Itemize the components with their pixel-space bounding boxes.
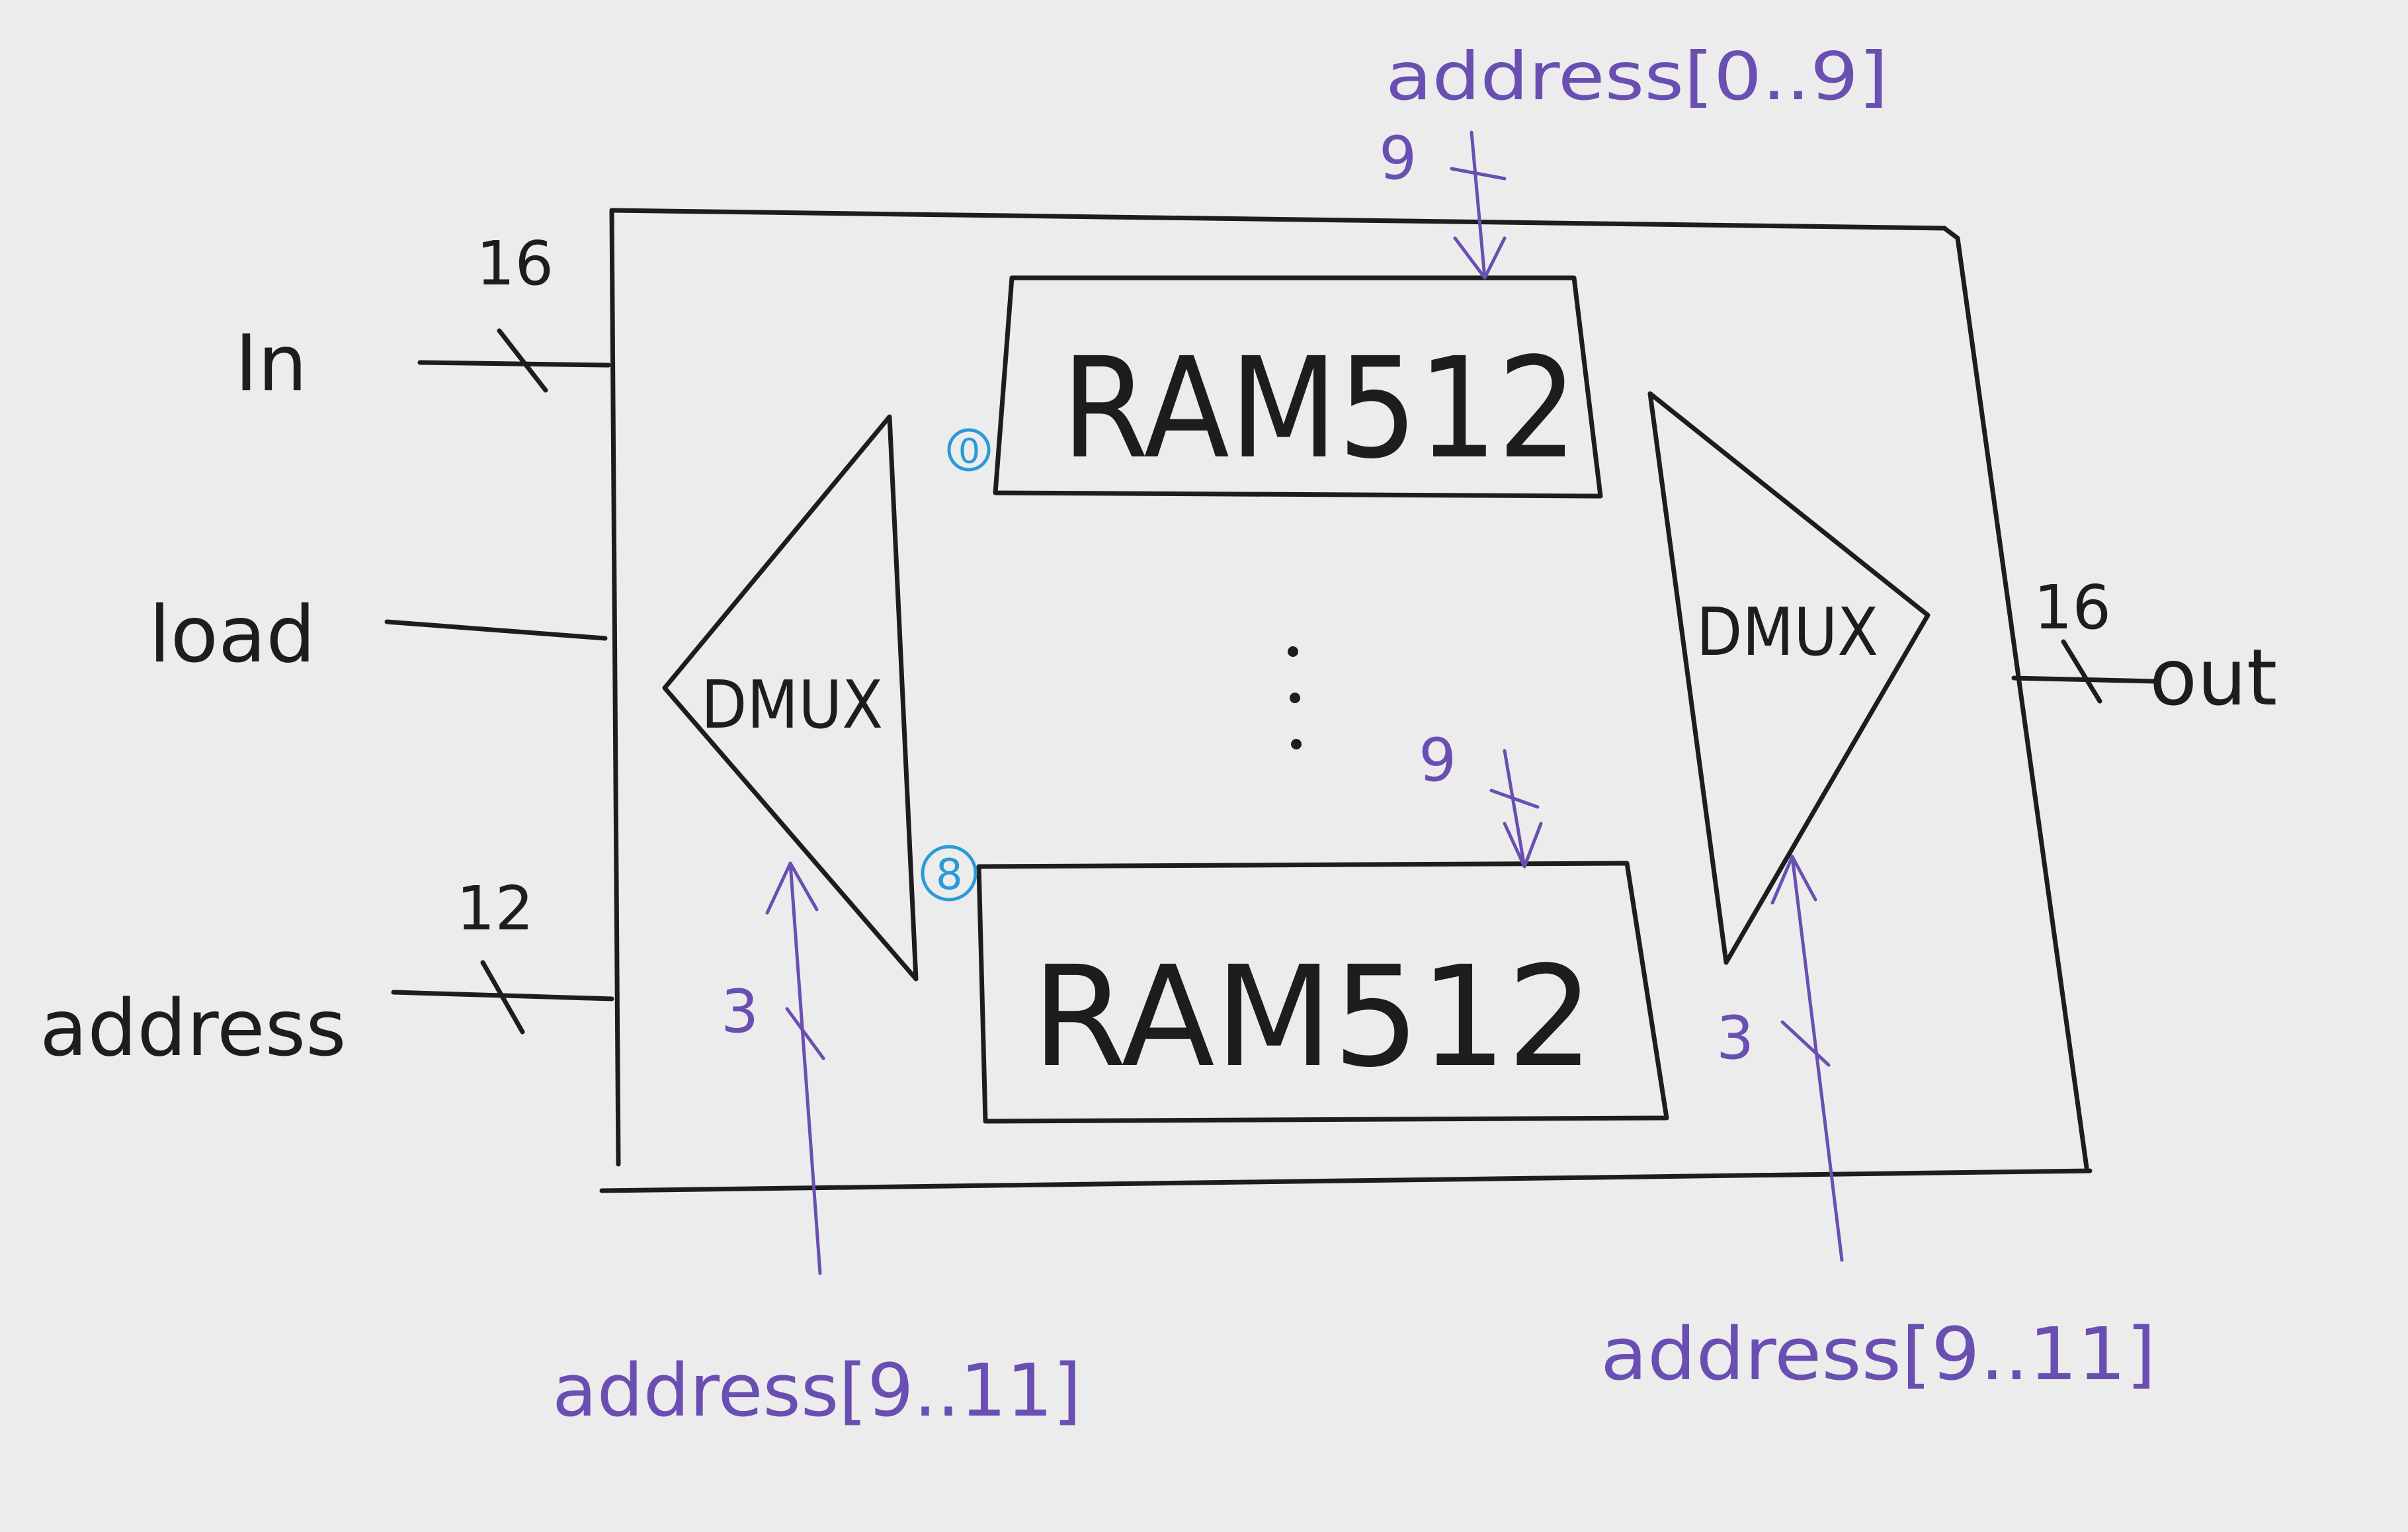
ram512-top-address: address[0..9] 9	[1379, 38, 1888, 280]
ram512-bottom-address: 9	[1419, 726, 1543, 869]
ram512-top-address-arrowhead	[1453, 236, 1507, 280]
in-bus-tick	[497, 328, 548, 393]
address-label: address	[40, 982, 347, 1074]
dmux-left-select: 3 address[9..11]	[552, 861, 1081, 1433]
address-input: address 12	[40, 873, 614, 1074]
out-output: 16 out	[2011, 572, 2277, 723]
dmux-right-select-arrowhead	[1770, 855, 1817, 905]
dmux-right-select-width: 3	[1716, 1003, 1754, 1073]
out-bus-tick	[2061, 639, 2102, 704]
ram512-top: RAM512 0	[947, 275, 1603, 499]
dmux-left-select-wire	[788, 861, 822, 1275]
load-label: load	[149, 589, 315, 680]
out-width: 16	[2034, 572, 2111, 643]
ram512-top-label: RAM512	[1061, 327, 1577, 489]
in-width: 16	[476, 228, 554, 299]
ram512-top-address-width: 9	[1379, 124, 1417, 193]
dmux-left-select-label: address[9..11]	[552, 1348, 1081, 1433]
out-label: out	[2149, 632, 2277, 723]
dmux-right-select-label: address[9..11]	[1600, 1312, 2156, 1396]
dmux-right-label: DMUX	[1696, 593, 1878, 671]
dmux-right-select-wire	[1790, 855, 1844, 1262]
dmux-right: DMUX	[1647, 391, 1931, 965]
ram512-bottom-address-arrowhead	[1503, 822, 1543, 869]
ram512-bottom-address-width: 9	[1419, 726, 1456, 795]
dmux-left-label: DMUX	[701, 666, 883, 744]
ram512-bottom-address-wire	[1503, 749, 1526, 869]
ram512-top-address-label: address[0..9]	[1386, 38, 1888, 115]
dmux-left-select-arrowhead	[765, 861, 819, 915]
ram512-bottom-index: 8	[936, 851, 963, 900]
ram512-bottom-address-bus-tick	[1489, 788, 1540, 809]
ram-ellipsis	[1288, 646, 1302, 749]
dmux-left: DMUX	[662, 414, 919, 982]
dmux-left-select-width: 3	[721, 977, 759, 1046]
address-width: 12	[456, 873, 534, 944]
ram512-bottom-label: RAM512	[1032, 936, 1594, 1098]
address-bus-tick	[480, 960, 525, 1035]
in-input: In 16	[235, 228, 611, 409]
ram512-top-index: 0	[958, 432, 980, 472]
dmux-left-select-bus-tick	[785, 1007, 825, 1060]
in-label: In	[235, 318, 308, 409]
ram512-top-address-bus-tick	[1450, 167, 1507, 181]
chip-box	[599, 208, 2093, 1193]
ram512-top-index-marker	[947, 428, 991, 472]
ram512-top-address-wire	[1470, 130, 1487, 280]
load-wire	[384, 619, 608, 641]
dmux-right-select-bus-tick	[1780, 1020, 1831, 1067]
load-input: load	[149, 589, 608, 680]
ram512-bottom: RAM512 8	[921, 845, 1669, 1124]
in-wire	[417, 360, 611, 368]
dmux-right-select: 3 address[9..11]	[1600, 855, 2156, 1396]
ram512-bottom-index-marker	[921, 845, 977, 902]
